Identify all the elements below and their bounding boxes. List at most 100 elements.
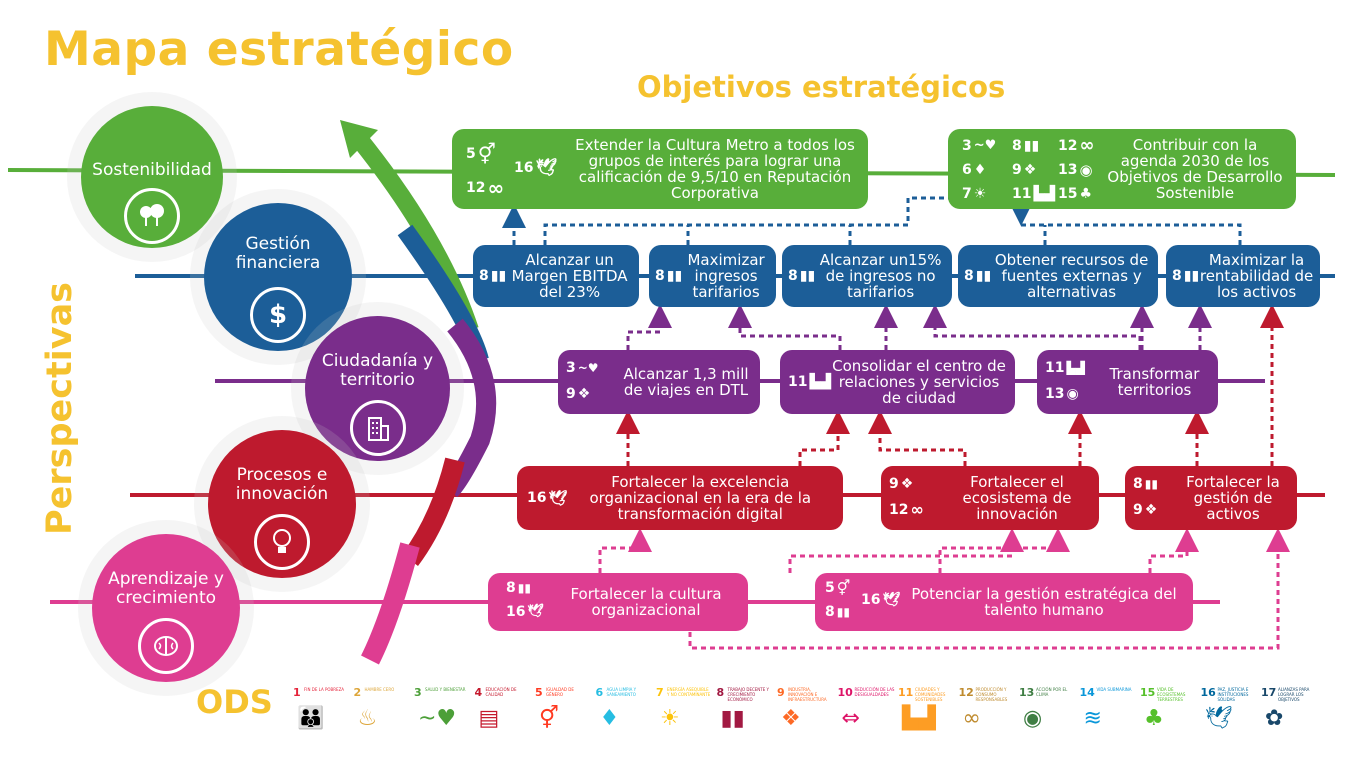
ods-number: 9 xyxy=(777,686,785,699)
infinity-icon: ∞ xyxy=(1079,135,1095,156)
ods-number: 3 xyxy=(414,686,422,699)
tree-icon: ♣ xyxy=(1079,186,1093,202)
sun-icon: ☀ xyxy=(660,706,680,731)
flower-icon: ✿ xyxy=(1265,706,1284,731)
ods-title: INDUSTRIA, INNOVACIÓN E INFRAESTRUCTURA xyxy=(788,687,827,702)
objective-text: Contribuir con la agenda 2030 de los Obj… xyxy=(1107,136,1283,202)
ods-number: 10 xyxy=(837,686,853,699)
ods-title: VIDA DE ECOSISTEMAS TERRESTRES xyxy=(1157,687,1186,702)
objective-fin-ebitda[interactable]: 8▮▮ Alcanzar un Margen EBITDA del 23% xyxy=(473,245,639,307)
ods-title: PAZ, JUSTICIA E INSTITUCIONES SÓLIDAS xyxy=(1217,687,1249,702)
ods-title: IGUALDAD DE GÉNERO xyxy=(546,687,574,697)
dollar-icon: $ xyxy=(250,287,306,343)
objective-fin-rentabilidad-activos[interactable]: 8▮▮ Maximizar la rentabilidad de los act… xyxy=(1166,245,1320,307)
ods-title: VIDA SUBMARINA xyxy=(1096,687,1132,692)
growth-icon: ▮▮ xyxy=(975,268,992,284)
objective-apr-talento-humano[interactable]: 5⚥ 8▮▮ 16🕊 Potenciar la gestión estratég… xyxy=(815,573,1193,631)
arrow-red xyxy=(401,457,465,566)
objective-apr-cultura[interactable]: 8▮▮ 16🕊 Fortalecer la cultura organizaci… xyxy=(488,573,748,631)
growth-icon: ▮▮ xyxy=(1023,138,1040,154)
objective-ciu-viajes-dtl[interactable]: 3~♥ 9❖ Alcanzar 1,3 mill de viajes en DT… xyxy=(558,350,760,414)
growth-icon: ▮▮ xyxy=(836,605,850,619)
building-icon xyxy=(349,400,406,456)
eye-globe-icon: ◉ xyxy=(1066,386,1079,402)
ods-badges: 5⚥ 16🕊 12∞ xyxy=(466,142,558,200)
perspective-sostenibilidad: Sostenibilidad xyxy=(81,106,223,248)
objectives-subtitle: Objetivos estratégicos xyxy=(637,70,1006,104)
growth-icon: ▮▮ xyxy=(490,268,507,284)
infinity-icon: ∞ xyxy=(910,500,924,519)
ods-label: ODS xyxy=(196,683,273,721)
cubes-icon: ❖ xyxy=(781,706,801,731)
ods-number: 17 xyxy=(1261,686,1277,699)
objective-ciu-transformar-territorios[interactable]: 11▙▟ 13◉ Transformar territorios xyxy=(1037,350,1218,414)
heartbeat-icon: ~♥ xyxy=(418,706,457,731)
page-title: Mapa estratégico xyxy=(44,22,514,77)
ods-number: 13 xyxy=(1019,686,1035,699)
dove-icon: 🕊 xyxy=(1204,706,1233,731)
dove-icon: 🕊 xyxy=(548,489,568,507)
perspective-aprendizaje: Aprendizaje y crecimiento xyxy=(92,534,240,682)
objective-fin-no-tarifarios[interactable]: 8▮▮ Alcanzar un15% de ingresos no tarifa… xyxy=(782,245,952,307)
infinity-icon: ∞ xyxy=(962,706,981,731)
perspectives-label: Perspectivas xyxy=(40,281,80,535)
ods-title: PRODUCCIÓN Y CONSUMO RESPONSABLES xyxy=(975,687,1008,702)
ods-title: ENERGÍA ASEQUIBLE Y NO CONTAMINANTE xyxy=(667,687,711,697)
objective-fin-recursos-externos[interactable]: 8▮▮ Obtener recursos de fuentes externas… xyxy=(958,245,1158,307)
ods-title: AGUA LIMPIA Y SANEAMIENTO xyxy=(606,687,637,697)
perspective-procesos: Procesos e innovación xyxy=(208,430,356,578)
growth-icon: ▮▮ xyxy=(666,268,683,284)
ods-number: 11 xyxy=(898,686,914,699)
ods-title: CIUDADES Y COMUNIDADES SOSTENIBLES xyxy=(915,687,946,702)
objective-pro-ecosistema-innovacion[interactable]: 9❖ 12∞ Fortalecer el ecosistema de innov… xyxy=(881,466,1099,530)
ods-number: 8 xyxy=(716,686,725,699)
cubes-icon: ❖ xyxy=(577,386,591,402)
objective-text: Extender la Cultura Metro a todos los gr… xyxy=(575,136,855,202)
objective-ciu-centro-relaciones[interactable]: 11▙▟ Consolidar el centro de relaciones … xyxy=(780,350,1015,414)
growth-icon: ▮▮ xyxy=(720,706,745,731)
perspective-gestion-financiera: Gestión financiera $ xyxy=(204,203,352,351)
ods-title: SALUD Y BIENESTAR xyxy=(425,687,466,692)
ods-number: 16 xyxy=(1200,686,1216,699)
dove-icon: 🕊 xyxy=(535,158,558,178)
bowl-icon: ♨ xyxy=(357,706,378,731)
equality-icon: ⇔ xyxy=(841,706,860,731)
lightbulb-icon xyxy=(254,514,310,570)
ods-badges: 3~♥ 8▮▮ 12∞ 6♦ 9❖ 13◉ 7☀ 11▙▟ 15♣ xyxy=(962,135,1095,203)
ods-number: 6 xyxy=(595,686,604,699)
ods-title: REDUCCIÓN DE LAS DESIGUALDADES xyxy=(854,687,895,697)
cubes-icon: ❖ xyxy=(1023,162,1037,178)
objective-sost-agenda-2030[interactable]: 3~♥ 8▮▮ 12∞ 6♦ 9❖ 13◉ 7☀ 11▙▟ 15♣ Contri… xyxy=(948,129,1296,209)
eye-globe-icon: ◉ xyxy=(1023,706,1043,731)
gender-icon: ⚥ xyxy=(477,142,496,166)
arrow-pink xyxy=(361,542,420,665)
city-icon: ▙▟ xyxy=(902,706,936,731)
cubes-icon: ❖ xyxy=(900,476,914,492)
objective-sost-reputacion[interactable]: 5⚥ 16🕊 12∞ Extender la Cultura Metro a t… xyxy=(452,129,868,209)
ods-title: HAMBRE CERO xyxy=(364,687,395,692)
city-icon: ▙▟ xyxy=(809,374,832,390)
gender-icon: ⚥ xyxy=(539,706,559,731)
objective-pro-gestion-activos[interactable]: 8▮▮ 9❖ Fortalecer la gestión de activos xyxy=(1125,466,1297,530)
objective-pro-excelencia[interactable]: 16🕊 Fortalecer la excelencia organizacio… xyxy=(517,466,843,530)
ods-number: 7 xyxy=(656,686,664,699)
growth-icon: ▮▮ xyxy=(799,268,816,284)
city-icon: ▙▟ xyxy=(1033,186,1056,202)
ods-title: ACCIÓN POR EL CLIMA xyxy=(1036,687,1068,697)
ods-number: 15 xyxy=(1140,686,1156,699)
objective-fin-ingresos-tarifarios[interactable]: 8▮▮ Maximizar ingresos tarifarios xyxy=(649,245,776,307)
brain-icon xyxy=(138,618,194,674)
perspective-ciudadania: Ciudadanía y territorio xyxy=(305,316,450,461)
heartbeat-icon: ~♥ xyxy=(577,361,599,375)
cubes-icon: ❖ xyxy=(1144,502,1158,518)
ods-title: EDUCACIÓN DE CALIDAD xyxy=(485,687,517,697)
water-icon: ♦ xyxy=(973,162,987,178)
gender-icon: ⚥ xyxy=(836,579,851,597)
ods-title: TRABAJO DECENTE Y CRECIMIENTO ECONÓMICO xyxy=(727,687,769,702)
infinity-icon: ∞ xyxy=(487,176,505,200)
city-icon: ▙▟ xyxy=(1066,361,1085,375)
ods-number: 5 xyxy=(535,686,543,699)
ods-title: ALIANZAS PARA LOGRAR LOS OBJETIVOS xyxy=(1278,687,1310,702)
growth-icon: ▮▮ xyxy=(517,581,531,595)
fish-icon: ≋ xyxy=(1083,706,1102,731)
